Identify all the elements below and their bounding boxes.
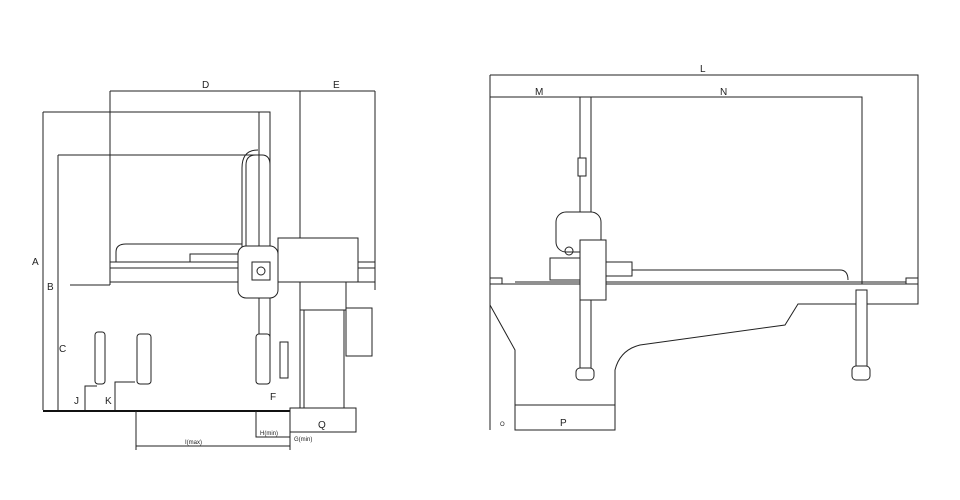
pivot-icon — [256, 266, 266, 276]
dimension-lines-a-b-c — [42, 111, 270, 410]
dim-label-j: J — [74, 396, 79, 407]
front-view: D E A B C Q J K F I(max) H(min — [32, 80, 376, 450]
mount-block — [299, 281, 347, 311]
sensor — [279, 341, 289, 379]
dim-label-m: M — [535, 87, 543, 98]
cable-loop — [241, 149, 271, 250]
mold-1 — [94, 331, 106, 385]
dim-label-e: E — [333, 80, 340, 91]
mold-steps — [84, 381, 135, 410]
dimension-lines-l-m-n — [489, 74, 919, 430]
dim-label-f: F — [270, 392, 276, 403]
pivot-icon-side — [564, 246, 574, 256]
dim-label-k: K — [105, 396, 112, 407]
second-arm — [855, 289, 868, 371]
carriage-block — [579, 239, 607, 301]
motor-block — [277, 237, 359, 283]
dim-label-p: P — [560, 418, 567, 429]
machine-body — [489, 283, 919, 406]
side-view: L M N P O — [489, 64, 919, 431]
cable-duct — [189, 253, 241, 263]
mold-2 — [136, 333, 152, 385]
second-arm-end — [851, 365, 871, 381]
carriage-bracket — [605, 261, 633, 277]
dim-label-n: N — [720, 87, 727, 98]
gear-box — [345, 307, 373, 357]
note-g-min: G(min) — [294, 437, 312, 443]
dim-label-d: D — [202, 80, 209, 91]
base-block — [514, 404, 616, 431]
dim-label-a: A — [32, 257, 39, 268]
dim-label-o: O — [500, 422, 505, 428]
dimension-lines-d-e — [109, 90, 376, 410]
end-stop-right — [905, 277, 919, 285]
dim-label-l: L — [700, 64, 706, 75]
dimension-lines-i-h — [135, 411, 291, 450]
vertical-arm — [258, 111, 271, 373]
dim-label-c: C — [59, 344, 66, 355]
end-stop-left — [489, 277, 503, 285]
dim-label-b: B — [47, 282, 54, 293]
base-column — [303, 309, 345, 409]
gripper — [255, 333, 271, 385]
arm-end — [575, 367, 595, 381]
carriage-flange — [251, 261, 271, 281]
note-i-max: I(max) — [185, 440, 202, 446]
dim-label-q: Q — [318, 420, 326, 431]
arm-marker — [577, 157, 587, 177]
note-h-min: H(min) — [260, 431, 278, 437]
